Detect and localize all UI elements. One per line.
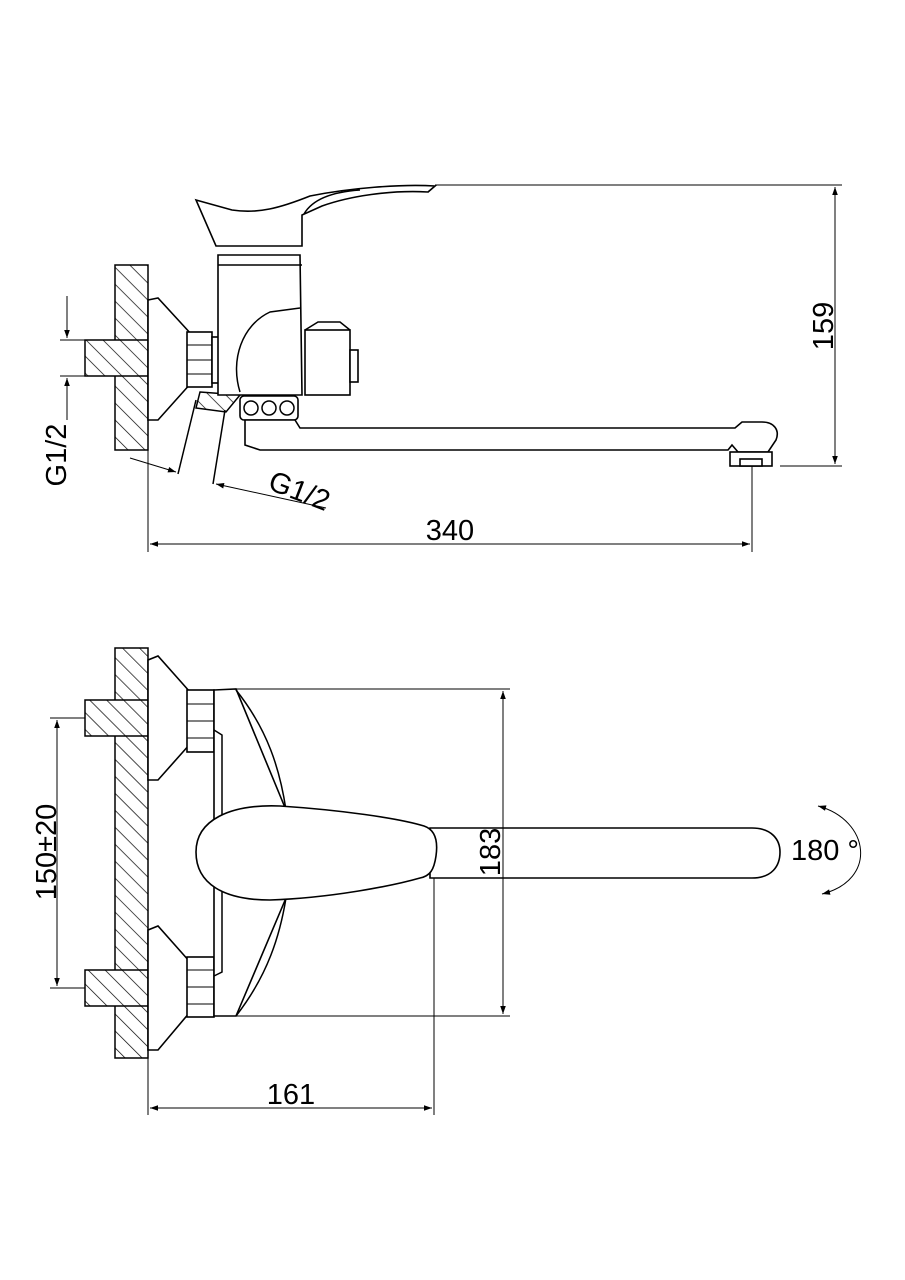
- dim-340-label: 340: [426, 515, 474, 547]
- thread-wall-label: G1/2: [41, 424, 73, 487]
- side-view: 159 340 G1/2 G1/2: [41, 184, 842, 552]
- dim-161-label: 161: [267, 1079, 315, 1111]
- dim-150-label: 150±20: [31, 804, 63, 901]
- aerator: [729, 451, 773, 467]
- hex-nut: [186, 331, 213, 388]
- wall-pipe: [84, 339, 149, 377]
- escutcheon-lower: [147, 925, 191, 1051]
- mixer-body: [217, 254, 303, 396]
- wall-pipe-upper: [84, 699, 149, 737]
- diverter-knob: [304, 321, 359, 396]
- eccentric: [177, 391, 242, 485]
- thread-outlet-label: G1/2: [264, 465, 334, 517]
- rotation-arc: [817, 805, 861, 895]
- handle-top: [195, 805, 438, 901]
- spout-top: [429, 827, 781, 879]
- hex-nut-upper: [186, 689, 215, 753]
- dim-183-label: 183: [475, 828, 507, 876]
- outlet-ring: [239, 395, 299, 421]
- hex-nut-lower: [186, 956, 215, 1018]
- handle-lever: [194, 184, 438, 247]
- escutcheon: [147, 297, 193, 421]
- top-view: 183 150±20 161 180 °: [31, 647, 861, 1115]
- wall-pipe-lower: [84, 969, 149, 1007]
- spout: [244, 419, 778, 453]
- rotation-label: 180 °: [791, 835, 859, 867]
- escutcheon-upper: [147, 655, 191, 781]
- dim-159-label: 159: [808, 302, 840, 350]
